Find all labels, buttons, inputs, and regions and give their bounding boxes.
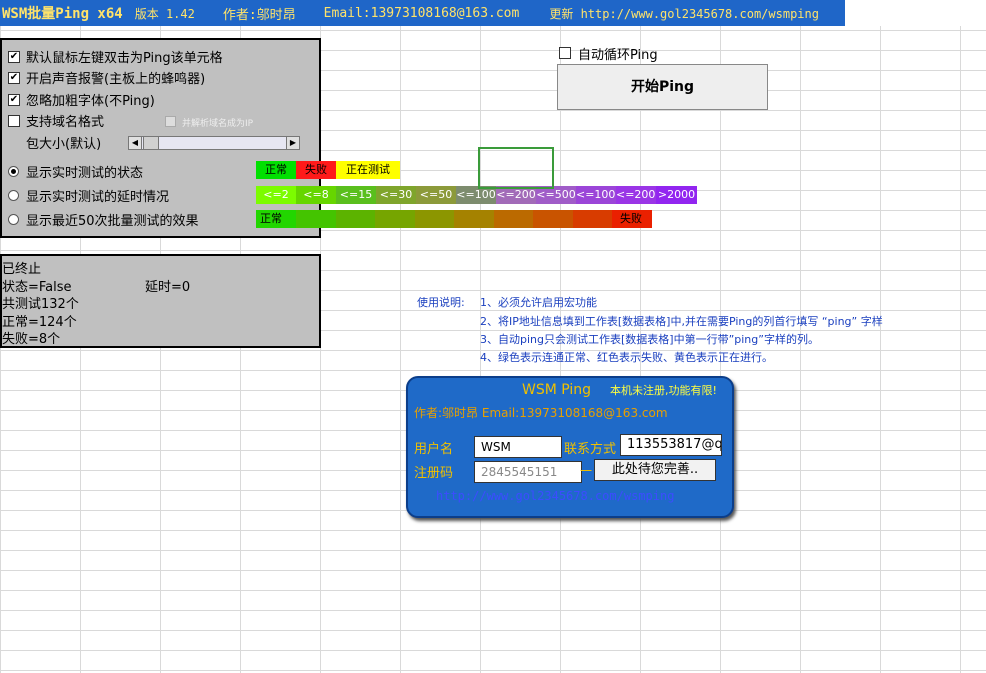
- auto-ping-checkbox[interactable]: [559, 47, 571, 59]
- slider-thumb[interactable]: [143, 137, 159, 149]
- legend-status: 正常 失败 正在测试: [256, 161, 400, 179]
- legend-history-cell-9: [611, 210, 652, 228]
- radio-label-1: 显示实时测试的延时情况: [26, 190, 170, 205]
- radio-label-2: 显示最近50次批量测试的效果: [26, 214, 199, 229]
- resolve-ip-checkbox[interactable]: [165, 116, 176, 127]
- radio-realtime-delay[interactable]: [8, 190, 19, 201]
- radio-realtime-status[interactable]: [8, 166, 19, 177]
- legend-delay-cell-3: <=30: [376, 186, 416, 204]
- legend-status-fail: 失败: [296, 161, 336, 179]
- help-line-2: 2、将IP地址信息填到工作表[数据表格]中,并在需要Ping的列首行填写 “pi…: [480, 315, 883, 328]
- legend-history-cell-1: [295, 210, 336, 228]
- status-panel: 已终止 状态=False 延时=0 共测试132个 正常=124个 失败=8个: [0, 254, 321, 348]
- option-checkbox-3[interactable]: [8, 115, 20, 127]
- contact-label: 联系方式: [564, 442, 617, 457]
- title-bar: WSM批量Ping x64 版本 1.42 作者:邬时昂 Email:13973…: [0, 0, 845, 26]
- resolve-ip-label: 并解析域名成为IP: [182, 119, 254, 129]
- legend-history-cell-0: [256, 210, 296, 228]
- legend-status-testing: 正在测试: [336, 161, 400, 179]
- update-link[interactable]: 更新 http://www.gol2345678.com/wsmping: [549, 6, 819, 21]
- legend-delay-cell-6: <=200: [496, 186, 536, 204]
- version-label: 版本 1.42: [134, 6, 195, 21]
- option-label-0: 默认鼠标左键双击为Ping该单元格: [26, 51, 223, 66]
- legend-history-ok: 正常: [260, 212, 282, 225]
- ok-text: 正常=124个: [2, 315, 77, 330]
- legend-history-cell-2: [335, 210, 375, 228]
- contact-input[interactable]: 113553817@qq: [620, 434, 722, 456]
- regcode-label: 注册码: [414, 466, 454, 481]
- registration-url[interactable]: http://www.gol2345678.com/wsmping: [436, 489, 675, 503]
- option-checkbox-2[interactable]: ✔: [8, 94, 20, 106]
- unregistered-notice: 本机未注册,功能有限!: [610, 384, 717, 397]
- app-name: WSM批量Ping x64: [2, 6, 123, 22]
- legend-delay-cell-4: <=50: [416, 186, 456, 204]
- flag-text: 状态=False: [2, 280, 72, 295]
- help-line-1: 1、必须允许启用宏功能: [480, 296, 597, 309]
- option-label-2: 忽略加粗字体(不Ping): [26, 94, 155, 109]
- selected-cell[interactable]: [478, 147, 554, 189]
- option-checkbox-1[interactable]: ✔: [8, 72, 20, 84]
- legend-history-cell-8: [572, 210, 612, 228]
- option-label-3: 支持域名格式: [26, 115, 105, 130]
- regcode-input[interactable]: 2845545151: [474, 461, 582, 483]
- regcode-dash: 一: [580, 464, 593, 478]
- legend-history: 正常 失败: [256, 210, 652, 228]
- legend-delay-cell-9: <=2000: [616, 186, 662, 204]
- author-label: 作者:邬时昂: [222, 7, 296, 23]
- legend-delay-cell-8: <=1000: [576, 186, 622, 204]
- option-checkbox-0[interactable]: ✔: [8, 51, 20, 63]
- legend-delay-cell-5: <=100: [456, 186, 496, 204]
- help-line-3: 3、自动ping只会测试工作表[数据表格]中第一行带”ping”字样的列。: [480, 333, 819, 346]
- username-input[interactable]: WSM: [474, 436, 562, 458]
- legend-history-cell-6: [493, 210, 533, 228]
- start-ping-button[interactable]: 开始Ping: [557, 64, 768, 110]
- username-label: 用户名: [414, 442, 454, 457]
- legend-history-cell-5: [453, 210, 494, 228]
- registration-panel: WSM Ping 本机未注册,功能有限! 作者:邬时昂 Email:139731…: [406, 376, 734, 518]
- legend-delay-cell-2: <=15: [336, 186, 376, 204]
- auto-ping-label: 自动循环Ping: [578, 48, 658, 63]
- reg-author-line: 作者:邬时昂 Email:13973108168@163.com: [414, 406, 668, 420]
- state-text: 已终止: [2, 262, 42, 277]
- legend-status-ok: 正常: [256, 161, 296, 179]
- register-button[interactable]: 此处待您完善..: [594, 459, 716, 481]
- slider-left-arrow-icon[interactable]: ◀: [129, 137, 142, 149]
- legend-history-cell-4: [414, 210, 454, 228]
- legend-delay-cell-7: <=500: [536, 186, 576, 204]
- delay-text: 延时=0: [145, 280, 191, 295]
- legend-history-cell-3: [374, 210, 415, 228]
- help-heading: 使用说明:: [417, 296, 465, 309]
- packet-size-label: 包大小(默认): [26, 137, 102, 152]
- legend-delay-cell-0: <=2: [256, 186, 296, 204]
- legend-history-fail: 失败: [620, 212, 642, 225]
- help-line-4: 4、绿色表示连通正常、红色表示失败、黄色表示正在进行。: [480, 351, 773, 364]
- brand-label: WSM Ping: [522, 382, 592, 398]
- fail-text: 失败=8个: [2, 332, 61, 347]
- total-text: 共测试132个: [2, 297, 79, 312]
- radio-label-0: 显示实时测试的状态: [26, 166, 144, 181]
- legend-history-cell-7: [532, 210, 573, 228]
- options-panel: ✔ 默认鼠标左键双击为Ping该单元格 ✔ 开启声音报警(主板上的蜂鸣器) ✔ …: [0, 38, 321, 238]
- packet-size-slider[interactable]: ◀ ▶: [128, 136, 300, 150]
- email-label: Email:13973108168@163.com: [323, 5, 520, 21]
- option-label-1: 开启声音报警(主板上的蜂鸣器): [26, 72, 206, 87]
- legend-delay-cell-10: >2000: [656, 186, 697, 204]
- radio-last-50[interactable]: [8, 214, 19, 225]
- legend-delay-cell-1: <=8: [296, 186, 336, 204]
- legend-delay: <=2<=8<=15<=30<=50<=100<=200<=500<=1000<…: [256, 186, 697, 204]
- slider-right-arrow-icon[interactable]: ▶: [286, 137, 299, 149]
